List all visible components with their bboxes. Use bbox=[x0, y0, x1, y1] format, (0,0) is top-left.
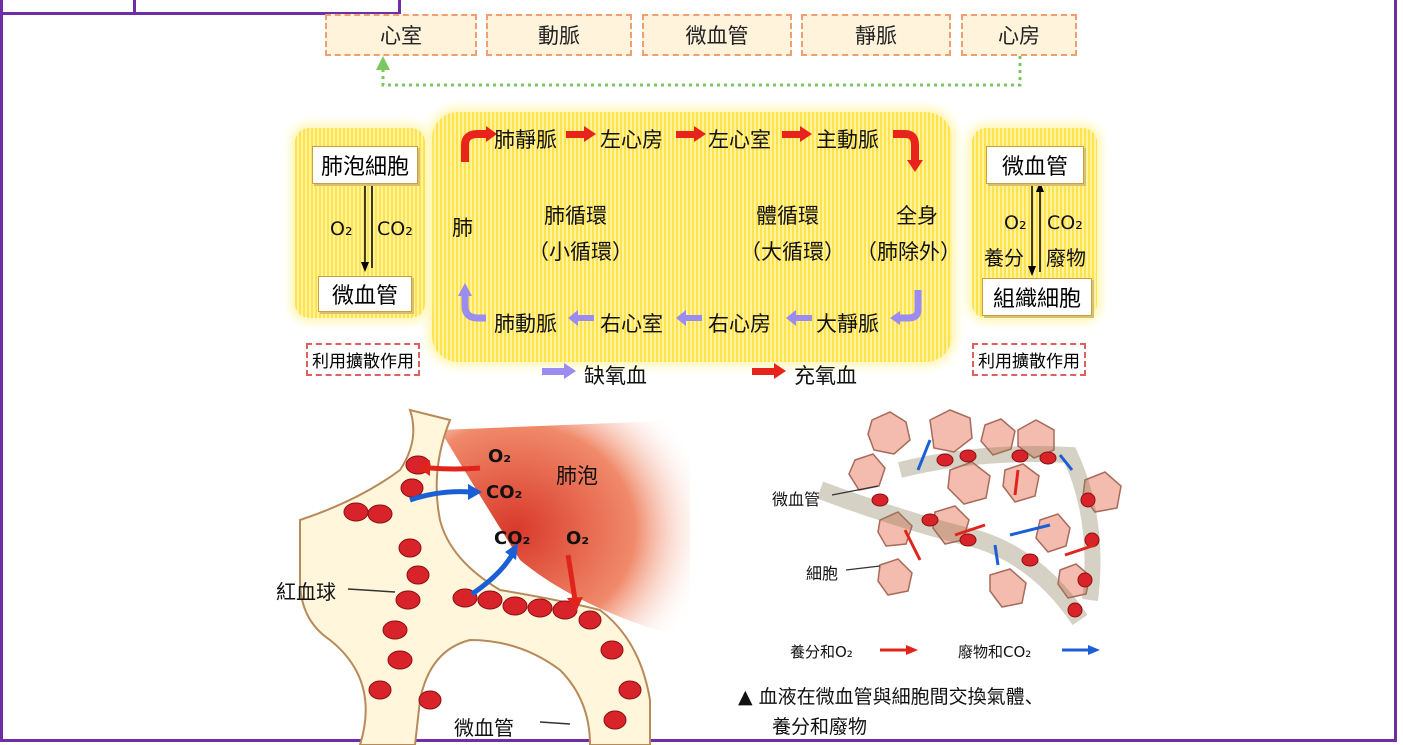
figure-caption-line2: 養分和廢物 bbox=[772, 716, 868, 738]
legend-nutrients-o2: 養分和O₂ bbox=[790, 643, 853, 661]
flow-step-atrium: 心房 bbox=[961, 14, 1077, 56]
flow-step-capillary: 微血管 bbox=[642, 14, 792, 56]
flow-step-label: 心室 bbox=[380, 24, 422, 48]
tissue-nutrient-label: 養分 bbox=[984, 246, 1024, 270]
figure-caption-line1: ▲ 血液在微血管與細胞間交換氣體、 bbox=[738, 686, 1044, 708]
lung-capillary-box: 微血管 bbox=[318, 276, 412, 312]
rbc-label: 紅血球 bbox=[276, 580, 336, 604]
header-divider-2 bbox=[398, 0, 401, 15]
capillary-label: 微血管 bbox=[454, 716, 514, 740]
tissue-waste-label: 廢物 bbox=[1046, 246, 1086, 270]
whole-body-alt: （肺除外） bbox=[856, 240, 961, 264]
tissue-capillary-figure-label: 微血管 bbox=[772, 490, 821, 509]
header-divider-1 bbox=[133, 0, 136, 15]
lung-o2-label: O₂ bbox=[330, 218, 353, 240]
flow-step-artery: 動脈 bbox=[486, 14, 632, 56]
alveolar-cell-box: 肺泡細胞 bbox=[312, 146, 418, 184]
systemic-circuit-alt: （大循環） bbox=[740, 240, 845, 264]
lung-capillary-label: 微血管 bbox=[331, 284, 398, 309]
tissue-diffusion-note: 利用擴散作用 bbox=[972, 343, 1086, 376]
stage-right-ventricle: 右心室 bbox=[600, 312, 663, 336]
tissue-o2-label: O₂ bbox=[1004, 212, 1027, 234]
tissue-capillary-label: 微血管 bbox=[1001, 155, 1068, 180]
alveolus-co2-low-label: CO₂ bbox=[494, 528, 531, 549]
stage-left-atrium: 左心房 bbox=[600, 128, 663, 152]
stage-pulmonary-vein: 肺靜脈 bbox=[494, 128, 557, 152]
pulmonary-circuit-alt: （小循環） bbox=[528, 240, 633, 264]
alveolus-label: 肺泡 bbox=[556, 464, 598, 488]
legend-deoxygenated: 缺氧血 bbox=[584, 364, 647, 388]
stage-vena-cava: 大靜脈 bbox=[816, 312, 879, 336]
flow-step-ventricle: 心室 bbox=[325, 14, 477, 56]
whole-body-label: 全身 bbox=[896, 204, 938, 228]
lung-diffusion-note: 利用擴散作用 bbox=[306, 343, 420, 376]
lung-co2-label: CO₂ bbox=[377, 218, 413, 240]
stage-pulmonary-artery: 肺動脈 bbox=[494, 312, 557, 336]
alveolus-o2-label: O₂ bbox=[488, 446, 512, 467]
alveolus-o2-low-label: O₂ bbox=[566, 528, 590, 549]
lung-label: 肺 bbox=[452, 216, 473, 240]
tissue-cell-box: 組織細胞 bbox=[982, 278, 1092, 316]
tissue-cell-label: 組織細胞 bbox=[992, 287, 1081, 312]
systemic-circuit-label: 體循環 bbox=[756, 204, 819, 228]
alveolus-co2-label: CO₂ bbox=[486, 482, 523, 503]
legend-oxygenated: 充氧血 bbox=[794, 364, 857, 388]
tissue-cell-figure-label: 細胞 bbox=[806, 564, 839, 583]
flow-step-label: 微血管 bbox=[685, 24, 749, 48]
header-rule bbox=[0, 12, 400, 15]
stage-aorta: 主動脈 bbox=[816, 128, 879, 152]
flow-step-label: 靜脈 bbox=[855, 24, 897, 48]
flow-step-vein: 靜脈 bbox=[801, 14, 951, 56]
stage-right-atrium: 右心房 bbox=[708, 312, 771, 336]
tissue-co2-label: CO₂ bbox=[1047, 212, 1083, 234]
alveolar-cell-label: 肺泡細胞 bbox=[320, 155, 409, 180]
pulmonary-circuit-label: 肺循環 bbox=[544, 204, 607, 228]
flow-step-label: 動脈 bbox=[538, 24, 580, 48]
tissue-capillary-box: 微血管 bbox=[986, 146, 1084, 184]
flow-step-label: 心房 bbox=[998, 24, 1040, 48]
stage-left-ventricle: 左心室 bbox=[708, 128, 771, 152]
legend-waste-co2: 廢物和CO₂ bbox=[958, 643, 1032, 661]
